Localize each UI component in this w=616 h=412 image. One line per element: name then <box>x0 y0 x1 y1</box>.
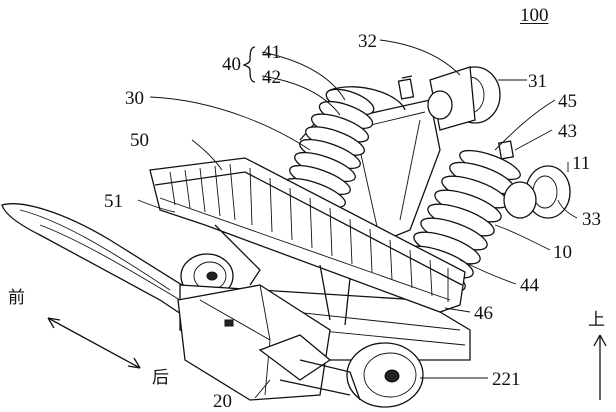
label-45: 45 <box>558 91 577 112</box>
label-51: 51 <box>104 191 123 212</box>
label-43: 43 <box>558 121 577 142</box>
leader-lines <box>137 39 578 399</box>
direction-label-back: 后 <box>152 368 169 388</box>
label-46: 46 <box>474 303 493 324</box>
upper-damper-cap <box>397 66 501 131</box>
group-bracket-40 <box>242 46 256 83</box>
label-221: 221 <box>492 369 521 390</box>
label-44: 44 <box>520 275 539 296</box>
label-31: 31 <box>528 71 547 92</box>
label-40: 40 <box>222 54 241 75</box>
figure-number: 100 <box>520 5 549 26</box>
scooter-suspension-illustration <box>1 39 607 408</box>
label-50: 50 <box>130 130 149 151</box>
direction-arrow-front-back <box>47 317 141 369</box>
patent-drawing: 100 40 41 42 32 31 30 45 43 11 50 51 33 … <box>1 5 607 411</box>
direction-label-up: 上 <box>588 310 605 330</box>
label-11: 11 <box>572 153 591 174</box>
lower-damper-cap <box>497 140 571 219</box>
label-20: 20 <box>213 391 232 412</box>
direction-label-front: 前 <box>8 288 25 308</box>
label-30: 30 <box>125 88 144 109</box>
label-33: 33 <box>582 209 601 230</box>
label-32: 32 <box>358 31 377 52</box>
motor-housing <box>177 284 332 401</box>
label-41: 41 <box>262 42 281 63</box>
label-10: 10 <box>553 242 572 263</box>
rear-wheel <box>279 342 424 408</box>
direction-arrow-up <box>593 334 607 400</box>
label-42: 42 <box>262 67 281 88</box>
